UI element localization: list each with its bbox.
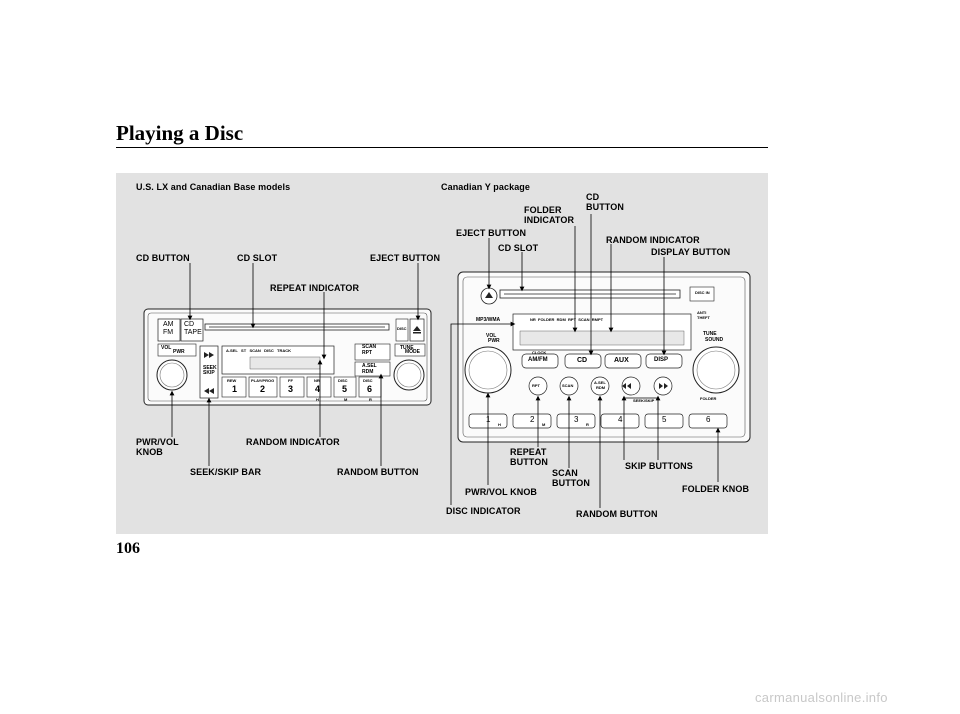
right-pwr-label: PWR <box>488 338 500 344</box>
left-mark-r: R <box>369 397 372 402</box>
left-am-fm-label: AM FM <box>163 321 174 336</box>
right-mark-h: H <box>498 422 501 427</box>
left-caption: U.S. LX and Canadian Base models <box>136 182 291 192</box>
watermark: carmanualsonline.info <box>755 690 888 705</box>
right-mark-r: R <box>586 422 589 427</box>
left-preset-4-num: 4 <box>315 384 321 394</box>
left-preset-6-label: DISC <box>363 378 373 383</box>
right-callout-cd-slot: CD SLOT <box>498 243 539 253</box>
right-preset-1: 1 <box>486 415 491 424</box>
left-skip-label: SKIP <box>203 370 215 376</box>
right-callout-random-indicator: RANDOM INDICATOR <box>606 235 700 245</box>
left-display-indicators: A.SEL ST SCAN DISC TRACK <box>226 348 292 353</box>
left-rpt-label: RPT <box>362 350 372 356</box>
right-disc-in-label: DISC IN <box>695 290 710 295</box>
left-mark-m: M <box>344 397 348 402</box>
right-callout-display-button: DISPLAY BUTTON <box>651 247 731 257</box>
left-callout-seek-skip-bar: SEEK/SKIP BAR <box>190 467 262 477</box>
right-am-fm-label: AM/FM <box>528 357 548 363</box>
right-asel-label: A.SEL <box>594 380 606 385</box>
right-callout-repeat-button: REPEAT BUTTON <box>510 447 548 467</box>
left-callout-lines <box>169 263 421 466</box>
left-preset-2-num: 2 <box>260 384 266 394</box>
left-preset-5-label: DISC <box>338 378 348 383</box>
left-scan-label: SCAN <box>362 344 377 350</box>
left-seek-label: SEEK <box>203 365 217 371</box>
right-preset-6: 6 <box>706 415 711 424</box>
left-preset-6-num: 6 <box>367 384 373 394</box>
right-seek-skip-label: SEEK/SKIP <box>633 398 655 403</box>
left-preset-1-num: 1 <box>232 384 238 394</box>
left-cd-tape-label: CD TAPE <box>184 321 202 336</box>
right-preset-2: 2 <box>530 415 535 424</box>
right-callout-scan-button: SCAN BUTTON <box>552 468 590 488</box>
left-disc-label: DISC <box>397 326 407 331</box>
left-radio-unit <box>143 308 432 406</box>
right-preset-3: 3 <box>574 415 579 424</box>
left-mode-label: MODE <box>405 349 420 355</box>
right-callout-folder-indicator: FOLDER INDICATOR <box>524 205 575 225</box>
left-callout-pwr-vol-knob: PWR/VOL KNOB <box>136 437 179 457</box>
left-preset-3-num: 3 <box>288 384 294 394</box>
right-rpt-label: RPT <box>532 383 540 388</box>
left-tune-label: TUNE <box>400 345 414 351</box>
right-callout-folder-knob: FOLDER KNOB <box>682 484 750 494</box>
right-callout-pwr-vol-knob: PWR/VOL KNOB <box>465 487 538 497</box>
left-callout-eject-button: EJECT BUTTON <box>370 253 441 263</box>
left-vol-label: VOL <box>161 345 172 351</box>
left-preset-4-label: NR <box>314 378 320 383</box>
page-title: Playing a Disc <box>116 121 244 145</box>
right-radio-unit <box>457 271 751 443</box>
right-callout-random-button: RANDOM BUTTON <box>576 509 658 519</box>
left-callout-repeat-indicator: REPEAT INDICATOR <box>270 283 360 293</box>
left-preset-3-label: FF <box>288 378 293 383</box>
left-preset-2-label: PLAY/PROG <box>251 378 275 383</box>
left-preset-1-label: REW <box>227 378 237 383</box>
left-callout-random-button: RANDOM BUTTON <box>337 467 419 477</box>
right-anti-theft-label: ANTI THEFT <box>697 310 710 320</box>
right-callout-eject-button: EJECT BUTTON <box>456 228 527 238</box>
right-vol-label: VOL <box>486 333 497 339</box>
right-callout-disc-indicator: DISC INDICATOR <box>446 506 521 516</box>
right-mark-m: M <box>542 422 546 427</box>
left-callout-cd-slot: CD SLOT <box>237 253 278 263</box>
right-callout-cd-button: CD BUTTON <box>586 192 624 212</box>
right-callout-lines <box>450 214 721 508</box>
right-scan-label: SCAN <box>562 383 574 388</box>
left-callout-random-indicator: RANDOM INDICATOR <box>246 437 340 447</box>
right-cd-label: CD <box>577 357 588 364</box>
right-mp3-wma-label: MP3/WMA <box>476 317 501 323</box>
left-callout-cd-button: CD BUTTON <box>136 253 190 263</box>
right-tune-label: TUNE <box>703 331 717 337</box>
left-mark-h: H <box>316 397 319 402</box>
left-asel-label: A.SEL <box>362 363 377 369</box>
title-rule <box>116 147 768 148</box>
right-disp-label: DISP <box>654 357 669 363</box>
right-clock-label: CLOCK <box>532 350 547 355</box>
right-display-indicators: NR FOLDER RDM RPT SCAN RMPT <box>530 317 604 322</box>
left-preset-5-num: 5 <box>342 384 348 394</box>
right-callout-skip-buttons: SKIP BUTTONS <box>625 461 693 471</box>
right-preset-4: 4 <box>618 415 623 424</box>
right-caption: Canadian Y package <box>441 182 531 192</box>
right-folder-label: FOLDER <box>700 396 717 401</box>
left-rdm-label: RDM <box>362 369 374 375</box>
right-sound-label: SOUND <box>705 337 724 343</box>
page-number: 106 <box>116 540 140 557</box>
right-aux-label: AUX <box>614 357 629 364</box>
right-preset-5: 5 <box>662 415 667 424</box>
left-pwr-label: PWR <box>173 349 185 355</box>
right-rdm-label: RDM <box>596 385 606 390</box>
